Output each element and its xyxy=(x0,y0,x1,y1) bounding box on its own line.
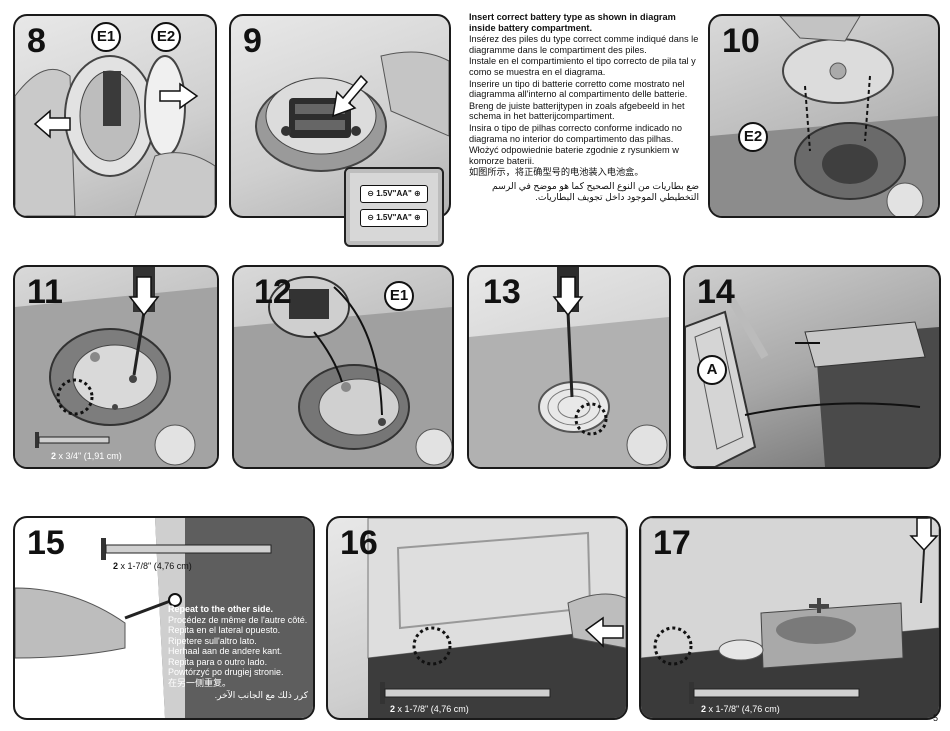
step-16-illustration xyxy=(367,518,626,718)
battery-label: 1.5V"AA" xyxy=(376,213,412,222)
battery-plus-icon: ⊕ xyxy=(414,213,421,222)
callout-a: A xyxy=(697,355,727,385)
screw-qty: 2 xyxy=(390,704,396,714)
step-17-screw-spec: 2 x 1-7/8" (4,76 cm) xyxy=(701,704,780,714)
callout-e1: E1 xyxy=(384,281,414,311)
screw-size: x 1-7/8" (4,76 cm) xyxy=(397,704,469,714)
instruction-pl: Włożyć odpowiednie baterie zgodnie z rys… xyxy=(469,145,679,166)
step-15-screw-spec: 2 x 1-7/8" (4,76 cm) xyxy=(113,561,192,571)
screw-qty: 2 xyxy=(51,451,57,461)
step-8-number: 8 xyxy=(27,22,46,60)
step-11-illustration xyxy=(15,267,217,467)
screw-icon xyxy=(101,538,272,560)
step-14-number: 14 xyxy=(697,273,735,311)
callout-e2: E2 xyxy=(151,22,181,52)
instruction-pt: Insira o tipo de pilhas correcto conform… xyxy=(469,122,682,144)
screw-icon xyxy=(689,682,860,704)
page-number: 5 xyxy=(932,713,938,723)
step-11-screw-spec: 2 x 3/4" (1,91 cm) xyxy=(51,451,122,461)
step-16-screw-spec: 2 x 1-7/8" (4,76 cm) xyxy=(390,704,469,714)
step-12-panel: 12 E1 xyxy=(232,265,454,469)
repeat-fr: Procédez de même de l'autre côté. xyxy=(168,614,308,625)
screw-qty: 2 xyxy=(113,561,119,571)
instruction-ar: ضع بطاريات من النوع الصحيح كما هو موضح ف… xyxy=(492,180,699,202)
step-9-panel: 9 xyxy=(229,14,451,218)
repeat-note: Repeat to the other side. Procédez de mê… xyxy=(168,604,308,701)
repeat-it: Ripetere sull'altro lato. xyxy=(168,635,257,646)
step-12-illustration xyxy=(234,276,452,467)
step-13-panel: 13 xyxy=(467,265,671,469)
step-10-number: 10 xyxy=(722,22,760,60)
instruction-fr: Insérez des piles du type correct comme … xyxy=(469,34,699,55)
screw-icon xyxy=(35,432,110,448)
battery-diagram: ⊖ 1.5V"AA" ⊕ ⊖ 1.5V"AA" ⊕ xyxy=(344,167,444,247)
repeat-nl: Herhaal aan de andere kant. xyxy=(168,646,283,656)
step-16-panel: 16 2 x 1-7/8" (4,76 cm) xyxy=(326,516,628,720)
step-14-panel: 14 A xyxy=(683,265,941,469)
step-17-number: 17 xyxy=(653,524,691,562)
step-11-panel: 11 2 x 3/4" (1,91 cm) xyxy=(13,265,219,469)
screw-icon xyxy=(380,682,551,704)
step-9-number: 9 xyxy=(243,22,262,60)
repeat-en: Repeat to the other side. xyxy=(168,604,274,614)
screw-size: x 1-7/8" (4,76 cm) xyxy=(708,704,780,714)
step-13-illustration xyxy=(469,267,669,467)
step-8-panel: 8 E1 E2 xyxy=(13,14,217,218)
battery-minus-icon: ⊖ xyxy=(367,213,374,222)
battery-plus-icon: ⊕ xyxy=(414,189,421,198)
screw-qty: 2 xyxy=(701,704,707,714)
screw-size: x 1-7/8" (4,76 cm) xyxy=(120,561,192,571)
instruction-zh: 如图所示，将正确型号的电池装入电池盒。 xyxy=(469,167,644,178)
battery-label: 1.5V"AA" xyxy=(376,189,412,198)
step-16-number: 16 xyxy=(340,524,378,562)
instruction-es: Instale en el compartimiento el tipo cor… xyxy=(469,56,696,77)
step-10-panel: 10 E2 xyxy=(708,14,940,218)
callout-e1: E1 xyxy=(91,22,121,52)
instruction-nl: Breng de juiste batterijtypen in zoals a… xyxy=(469,100,685,122)
repeat-zh: 在另一侧重复。 xyxy=(168,677,232,688)
screw-size: x 3/4" (1,91 cm) xyxy=(58,451,122,461)
repeat-es: Repita en el lateral opuesto. xyxy=(168,625,281,635)
step-13-number: 13 xyxy=(483,273,521,311)
battery-minus-icon: ⊖ xyxy=(367,189,374,198)
step-17-panel: 17 2 x 1-7/8" (4,76 cm) xyxy=(639,516,941,720)
repeat-ar: كرر ذلك مع الجانب الآخر. xyxy=(214,690,308,700)
callout-e2: E2 xyxy=(738,122,768,152)
repeat-pl: Powtórzyć po drugiej stronie. xyxy=(168,667,284,677)
step-9-illustration xyxy=(255,51,449,172)
step-14-illustration xyxy=(685,294,939,467)
step-15-number: 15 xyxy=(27,524,65,562)
step-11-number: 11 xyxy=(27,273,63,311)
step-17-illustration xyxy=(641,518,939,718)
step-15-panel: 15 2 x 1-7/8" (4,76 cm) xyxy=(13,516,315,720)
battery-top: ⊖ 1.5V"AA" ⊕ xyxy=(360,185,428,203)
battery-bottom: ⊖ 1.5V"AA" ⊕ xyxy=(360,209,428,227)
instruction-it: Inserire un tipo di batterie corretto co… xyxy=(469,78,688,100)
battery-instructions: Insert correct battery type as shown in … xyxy=(469,12,699,203)
repeat-pt: Repita para o outro lado. xyxy=(168,656,268,667)
step-15-illustration xyxy=(15,518,313,718)
step-8-illustration xyxy=(15,55,215,216)
step-12-number: 12 xyxy=(254,273,292,311)
instruction-en: Insert correct battery type as shown in … xyxy=(469,12,676,33)
